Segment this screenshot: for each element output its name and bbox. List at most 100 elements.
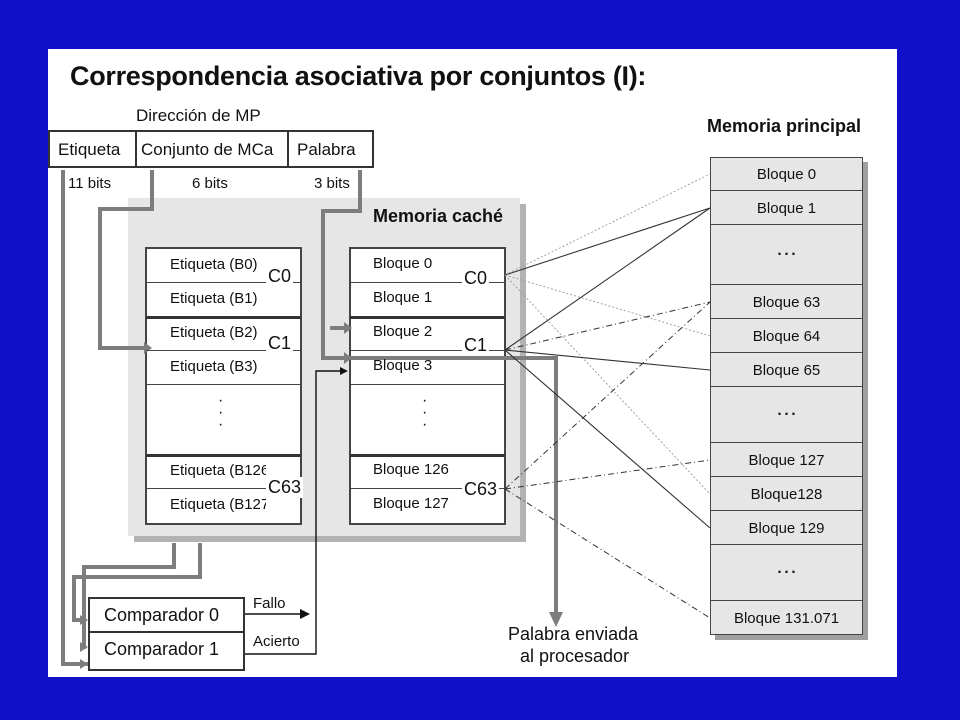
comparator-0-label: Comparador 0 <box>104 605 220 625</box>
map-c0-b0 <box>504 173 711 276</box>
main-memory-block-label: Bloque 63 <box>752 293 821 311</box>
word-bits: 3 bits <box>314 175 350 192</box>
cache-tag-label: Etiqueta (B2) <box>170 324 258 341</box>
main-memory-block-label: Bloque 64 <box>752 327 821 345</box>
main-memory-block <box>710 225 863 285</box>
block-dots-separator <box>350 384 505 385</box>
cache-tag-row <box>146 282 301 316</box>
main-memory-block-label: Bloque 129 <box>748 519 825 537</box>
main-memory-block <box>710 319 863 353</box>
arrowhead-miss <box>300 609 310 619</box>
address-field-word-label: Palabra <box>297 140 356 159</box>
main-memory-block <box>710 387 863 443</box>
block-set-label: C63 <box>462 479 500 500</box>
cache-block-label: Bloque 1 <box>373 289 433 306</box>
main-memory-block <box>710 545 863 601</box>
cache-tag-label: Etiqueta (B3) <box>170 358 258 375</box>
cache-block-row <box>350 454 505 488</box>
map-c63-b63 <box>504 301 711 490</box>
main-memory-block-label: Bloque 127 <box>748 451 825 469</box>
cache-tag-row <box>146 488 301 522</box>
tag-set-label: C1 <box>266 333 294 354</box>
address-field-tag: Etiqueta <box>48 130 136 168</box>
cache-label: Memoria caché <box>373 206 504 226</box>
address-field-word: Palabra <box>287 130 374 168</box>
map-c1-b129 <box>504 349 711 529</box>
address-field-tag-label: Etiqueta <box>58 140 121 159</box>
cache-tag-row <box>146 350 301 384</box>
main-memory-block <box>710 191 863 225</box>
main-memory-ellipsis: … <box>775 235 798 260</box>
map-c0-b128 <box>504 274 711 495</box>
cache-block-label: Bloque 0 <box>373 255 433 272</box>
comparator-1-label: Comparador 1 <box>104 639 220 659</box>
cache-tag-row <box>146 316 301 350</box>
cache-block-label: Bloque 2 <box>373 323 433 340</box>
compare-wire-a <box>72 543 202 622</box>
arrowhead-b2 <box>344 322 352 334</box>
block-storage <box>349 247 506 525</box>
set-bits: 6 bits <box>192 175 228 192</box>
main-memory-block-label: Bloque 131.071 <box>733 609 840 627</box>
main-memory-block <box>710 443 863 477</box>
hit-wire <box>245 370 344 655</box>
tag-vdots: · · · <box>218 392 224 433</box>
main-memory-block <box>710 511 863 545</box>
main-memory-block <box>710 157 863 191</box>
word-wire <box>321 170 558 614</box>
tag-bits: 11 bits <box>68 175 112 192</box>
main-memory-block <box>710 601 863 635</box>
tag-wire <box>61 170 88 666</box>
arrowhead-cmp1 <box>80 642 88 652</box>
map-c1-b1 <box>504 207 711 351</box>
cache-block-row <box>350 282 505 316</box>
cache-block-label: Bloque 3 <box>373 357 433 374</box>
address-label: Dirección de MP <box>136 106 261 125</box>
word-sent-line-1: Palabra enviada <box>508 624 639 644</box>
tag-set-label: C63 <box>266 477 304 498</box>
tag-dots-separator <box>146 384 301 385</box>
arrowhead-tag <box>80 659 88 669</box>
address-field-set-label: Conjunto de MCa <box>141 140 274 159</box>
main-memory-block-label: Bloque 0 <box>756 165 817 183</box>
arrowhead-cmp0 <box>80 615 88 625</box>
cache-block-row <box>350 350 505 384</box>
comparator-0: Comparador 0 <box>88 597 245 633</box>
arrowhead-word <box>549 612 563 627</box>
main-memory-block <box>710 477 863 511</box>
cache-block-label: Bloque 127 <box>373 495 449 512</box>
cache-tag-row <box>146 454 301 488</box>
arrowhead-set <box>144 342 152 354</box>
main-memory-block-label: Bloque 1 <box>756 199 817 217</box>
arrowhead-b3 <box>344 352 352 364</box>
main-memory-label: Memoria principal <box>707 116 862 136</box>
cache-tag-label: Etiqueta (B127) <box>170 496 266 513</box>
main-memory-block-label: Bloque128 <box>750 485 823 503</box>
block-vdots: · · · <box>422 392 428 433</box>
map-c0-b1 <box>504 207 711 276</box>
word-sent-line-2: al procesador <box>520 646 630 666</box>
main-memory-block <box>710 353 863 387</box>
compare-wire-b <box>82 543 176 649</box>
address-field-set: Conjunto de MCa <box>135 130 288 168</box>
cache-tag-label: Etiqueta (B1) <box>170 290 258 307</box>
slide-title: Correspondencia asociativa por conjuntos… <box>70 61 647 91</box>
map-c1-b63 <box>504 301 711 351</box>
slide: Correspondencia asociativa por conjuntos… <box>48 49 897 677</box>
map-c0-b64 <box>504 274 711 337</box>
main-memory-block <box>710 285 863 319</box>
set-wire <box>98 170 154 350</box>
comparator-1: Comparador 1 <box>88 633 245 671</box>
tag-set-label: C0 <box>266 266 294 287</box>
map-c1-b65 <box>504 349 711 371</box>
hit-label: Acierto <box>253 633 300 650</box>
arrowhead-hit <box>340 367 348 375</box>
map-c63-b127 <box>504 459 711 490</box>
miss-label: Fallo <box>253 595 286 612</box>
cache-tag-label: Etiqueta (B0) <box>170 256 258 273</box>
cache-block-row <box>350 316 505 350</box>
block-set-label: C1 <box>462 335 490 356</box>
connection-lines <box>61 170 711 669</box>
block-set-label: C0 <box>462 268 490 289</box>
main-memory-ellipsis: … <box>775 553 798 578</box>
